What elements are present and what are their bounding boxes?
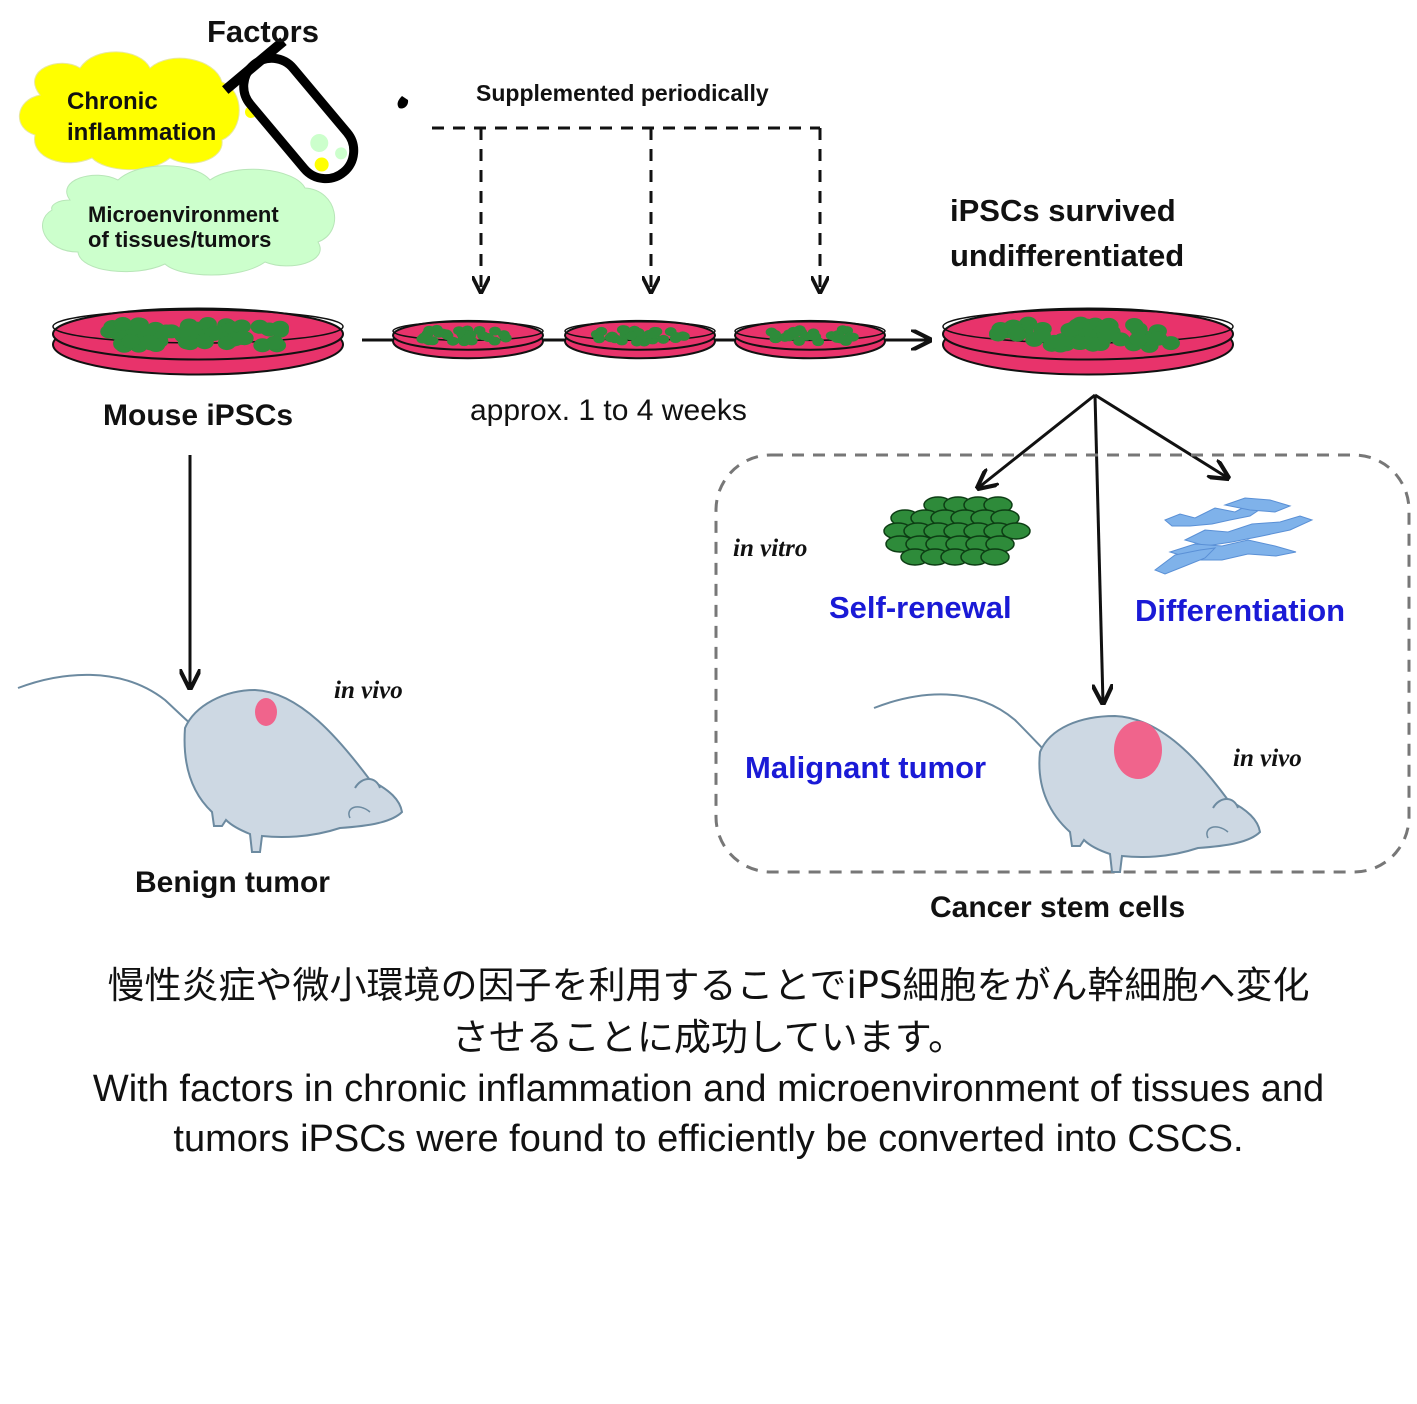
survived-label-2: undifferentiated <box>950 238 1185 273</box>
cell <box>113 316 132 331</box>
caption-japanese-line-1: 慢性炎症や微小環境の因子を利用することでiPS細胞をがん幹細胞へ変化 <box>107 964 1310 1007</box>
microenvironment-label-2: of tissues/tumors <box>88 227 272 252</box>
cell <box>793 336 805 346</box>
cell <box>625 331 637 341</box>
cell <box>477 331 489 341</box>
cell <box>426 336 439 346</box>
supplement-dashed-lines <box>432 126 820 292</box>
cell <box>432 328 445 338</box>
benign-tumor-mark <box>255 698 277 726</box>
chronic-inflammation-label-1: Chronic <box>67 88 158 115</box>
cell <box>488 336 501 346</box>
self-renewal-cell-cluster <box>883 496 1031 566</box>
cell <box>461 333 474 343</box>
cell <box>129 317 148 332</box>
cell <box>788 329 801 339</box>
caption-english-line-2: tumors iPSCs were found to efficiently b… <box>173 1118 1244 1160</box>
cell <box>1001 522 1031 540</box>
test-tube-icon <box>222 37 409 184</box>
diagram-artwork <box>17 37 1411 874</box>
benign-tumor-label: Benign tumor <box>135 866 330 899</box>
cell <box>1060 322 1079 337</box>
cell <box>1071 335 1090 350</box>
cell <box>834 334 847 344</box>
cell <box>1125 318 1144 333</box>
cell <box>498 330 510 340</box>
cell <box>595 326 608 336</box>
duration-label: approx. 1 to 4 weeks <box>470 394 747 427</box>
cell <box>1007 326 1026 341</box>
cell <box>1053 333 1072 348</box>
cell <box>643 329 656 339</box>
cell <box>447 336 459 346</box>
cell <box>989 326 1008 341</box>
cell <box>657 334 670 344</box>
malignant-tumor-mark <box>1114 721 1162 779</box>
cell <box>980 548 1010 566</box>
survived-label-1: iPSCs survived <box>950 193 1176 228</box>
dish-week-3 <box>734 319 886 360</box>
cell <box>181 336 200 351</box>
cell <box>232 319 251 334</box>
chronic-inflammation-cloud <box>18 51 240 171</box>
microenvironment-cloud <box>42 165 335 276</box>
cell <box>631 337 643 347</box>
cell <box>1129 332 1148 347</box>
cell <box>423 325 436 335</box>
cell <box>157 324 176 339</box>
caption: 慢性炎症や微小環境の因子を利用することでiPS細胞をがん幹細胞へ変化 させること… <box>0 960 1417 1164</box>
cell <box>618 325 631 335</box>
mouse-ipscs-label: Mouse iPSCs <box>103 399 294 432</box>
in-vitro-label: in vitro <box>733 535 808 562</box>
cell <box>670 332 683 342</box>
cell <box>1099 326 1118 341</box>
in-vivo-right-label: in vivo <box>1233 745 1302 772</box>
cell <box>489 326 501 336</box>
mouse-benign <box>17 673 404 853</box>
differentiated-cells <box>1153 497 1314 575</box>
dish-survived <box>942 307 1234 376</box>
factors-title: Factors <box>207 14 319 49</box>
dish-mouse-ipscs <box>52 307 344 376</box>
malignant-tumor-label: Malignant tumor <box>745 750 987 785</box>
mouse-malignant <box>873 693 1262 873</box>
cell <box>418 332 431 342</box>
cell <box>250 319 269 334</box>
chronic-inflammation-label-2: inflammation <box>67 119 217 146</box>
cell <box>847 332 859 342</box>
caption-japanese-line-2: させることに成功しています。 <box>451 1016 966 1059</box>
microenvironment-label-1: Microenvironment <box>88 202 279 227</box>
cell <box>265 335 284 350</box>
in-vivo-left-label: in vivo <box>334 677 403 704</box>
dish-week-2 <box>564 319 716 360</box>
cancer-stem-cells-label: Cancer stem cells <box>930 891 1186 924</box>
cell <box>1149 331 1168 346</box>
cell <box>806 331 819 341</box>
branch-arrows <box>978 393 1228 703</box>
differentiation-label: Differentiation <box>1135 593 1346 628</box>
dish-week-1 <box>392 319 544 360</box>
cell <box>769 329 781 339</box>
cancer-stem-cells-box <box>714 453 1411 874</box>
cell <box>1025 332 1044 347</box>
cell <box>217 336 236 351</box>
cell <box>140 335 159 350</box>
caption-english-line-1: With factors in chronic inflammation and… <box>92 1068 1325 1110</box>
supplemented-label: Supplemented periodically <box>476 80 769 106</box>
cell <box>593 334 605 344</box>
cell <box>195 335 214 350</box>
cell <box>121 334 140 349</box>
self-renewal-label: Self-renewal <box>829 590 1012 625</box>
